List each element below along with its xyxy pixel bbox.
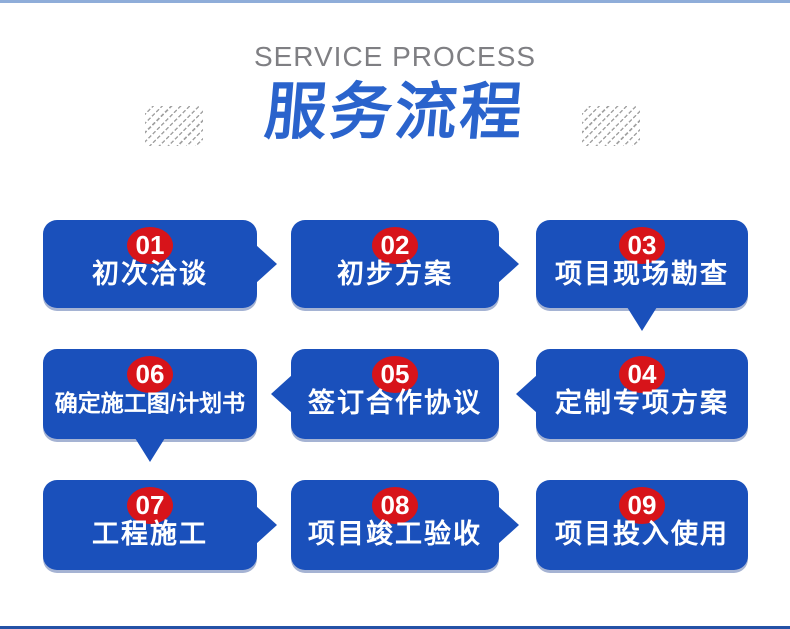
arrow-right-icon [498,506,519,544]
hatch-decoration-left-icon [145,106,203,146]
step-03-box: 03 项目现场勘查 [536,220,748,331]
step-label: 工程施工 [92,519,208,549]
step-label: 定制专项方案 [555,388,729,418]
step-number-badge: 04 [619,356,665,393]
section-subtitle: SERVICE PROCESS [253,41,537,72]
arrow-right-icon [498,245,519,283]
top-edge-bar [0,0,790,3]
step-label: 初次洽谈 [92,259,208,289]
bottom-edge-bar [0,626,790,629]
step-label: 确定施工图/计划书 [54,390,246,416]
step-number-badge: 09 [619,487,665,524]
step-07-box: 07 工程施工 [43,480,277,570]
step-label: 签订合作协议 [308,388,482,418]
step-09-box: 09 项目投入使用 [536,480,748,570]
step-label: 项目现场勘查 [555,259,729,289]
step-number-badge: 02 [372,227,418,264]
step-number-badge: 07 [127,487,173,524]
arrow-left-icon [516,375,537,413]
hatch-decoration-right-icon [582,106,640,146]
arrow-left-icon [271,375,292,413]
arrow-down-icon [627,307,657,331]
step-label: 初步方案 [337,259,453,289]
step-04-box: 04 定制专项方案 [516,349,748,439]
step-label: 项目竣工验收 [308,519,482,549]
step-08-box: 08 项目竣工验收 [291,480,519,570]
step-01-box: 01 初次洽谈 [43,220,277,308]
arrow-right-icon [256,506,277,544]
step-number-badge: 06 [127,356,173,393]
step-number-badge: 01 [127,227,173,264]
step-number-badge: 08 [372,487,418,524]
step-05-box: 05 签订合作协议 [271,349,499,439]
step-06-box: 06 确定施工图/计划书 [43,349,257,462]
step-label: 项目投入使用 [555,519,729,549]
step-02-box: 02 初步方案 [291,220,519,308]
step-number-badge: 05 [372,356,418,393]
step-number-badge: 03 [619,227,665,264]
arrow-right-icon [256,245,277,283]
section-title: 服务流程 [262,78,529,147]
arrow-down-icon [135,438,165,462]
